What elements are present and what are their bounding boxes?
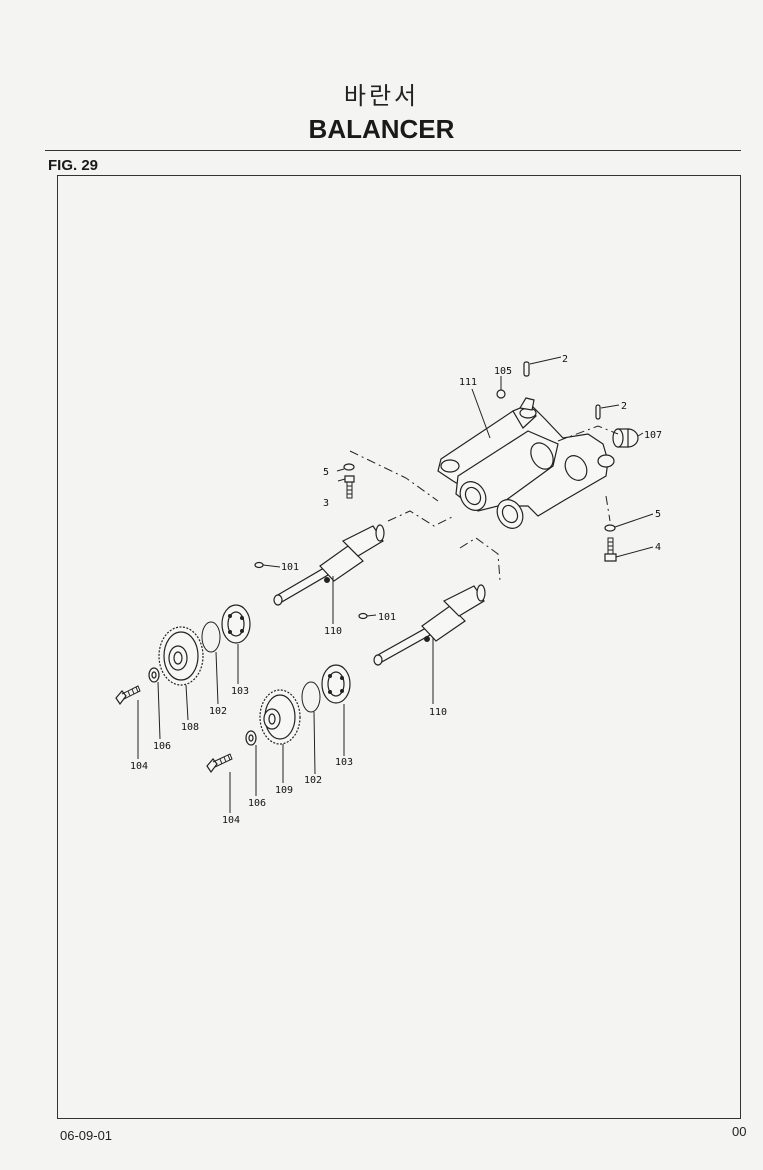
key-101-upper: [254, 561, 264, 569]
label-3: 3: [323, 498, 329, 509]
label-5-right: 5: [655, 509, 661, 520]
bushing-107: [612, 428, 639, 448]
balancer-housing: [437, 397, 615, 529]
footer-date-code: 06-09-01: [60, 1128, 113, 1143]
assembly-line-bolt4: [605, 495, 611, 522]
label-108: 108: [181, 722, 199, 733]
exploded-parts-diagram: 2 2 105 111 107 5 3 5 4 101 101 110 110 …: [115, 354, 662, 826]
label-104-lower: 104: [222, 815, 240, 826]
assembly-line-upper-shaft: [387, 510, 455, 527]
label-110-upper: 110: [324, 626, 342, 637]
title-korean: 바란서: [343, 82, 420, 110]
bolt-3: [344, 475, 355, 499]
label-2-right: 2: [621, 401, 627, 412]
label-102-upper: 102: [209, 706, 227, 717]
label-102-lower: 102: [304, 775, 322, 786]
snap-ring-102-lower: [301, 681, 321, 713]
label-103-lower: 103: [335, 757, 353, 768]
label-106-lower: 106: [248, 798, 266, 809]
balancer-shaft-upper: [273, 524, 385, 606]
gear-108: [158, 626, 204, 686]
washer-5-left: [343, 463, 355, 471]
ball-bearing-103-upper: [221, 604, 251, 644]
label-101-lower: 101: [378, 612, 396, 623]
label-104-upper: 104: [130, 761, 148, 772]
assembly-line-bolt3: [349, 450, 439, 502]
bolt-4: [604, 537, 617, 562]
label-106-upper: 106: [153, 741, 171, 752]
washer-106-upper: [148, 667, 160, 683]
bolt-104-upper: [115, 685, 141, 706]
ball-bearing-103-lower: [321, 664, 351, 704]
pin-2-upper: [523, 361, 530, 377]
label-2-upper: 2: [562, 354, 568, 365]
label-4: 4: [655, 542, 661, 553]
diagram-frame: 2 2 105 111 107 5 3 5 4 101 101 110 110 …: [57, 175, 741, 1119]
label-103-upper: 103: [231, 686, 249, 697]
bolt-104-lower: [206, 753, 233, 774]
part-labels: 2 2 105 111 107 5 3 5 4 101 101 110 110 …: [130, 354, 662, 826]
title-divider: [45, 150, 741, 151]
key-101-lower: [358, 612, 368, 620]
label-109: 109: [275, 785, 293, 796]
footer-page-number: 00: [732, 1124, 747, 1139]
washer-5-right: [604, 524, 616, 532]
gear-109: [259, 689, 301, 745]
pin-2-right: [595, 404, 601, 420]
snap-ring-102-upper: [201, 621, 221, 653]
washer-106-lower: [245, 730, 257, 746]
label-110-lower: 110: [429, 707, 447, 718]
leader-lines: [137, 356, 654, 813]
label-105: 105: [494, 366, 512, 377]
label-101-upper: 101: [281, 562, 299, 573]
label-111: 111: [459, 377, 477, 388]
label-5-left: 5: [323, 467, 329, 478]
nut-105: [496, 389, 506, 399]
assembly-line-lower-shaft: [459, 537, 501, 582]
assembly-line-bushing: [557, 425, 619, 442]
label-107: 107: [644, 430, 662, 441]
figure-label: FIG. 29: [48, 157, 99, 174]
page-title: BALANCER: [308, 114, 455, 144]
balancer-shaft-lower: [373, 584, 486, 666]
